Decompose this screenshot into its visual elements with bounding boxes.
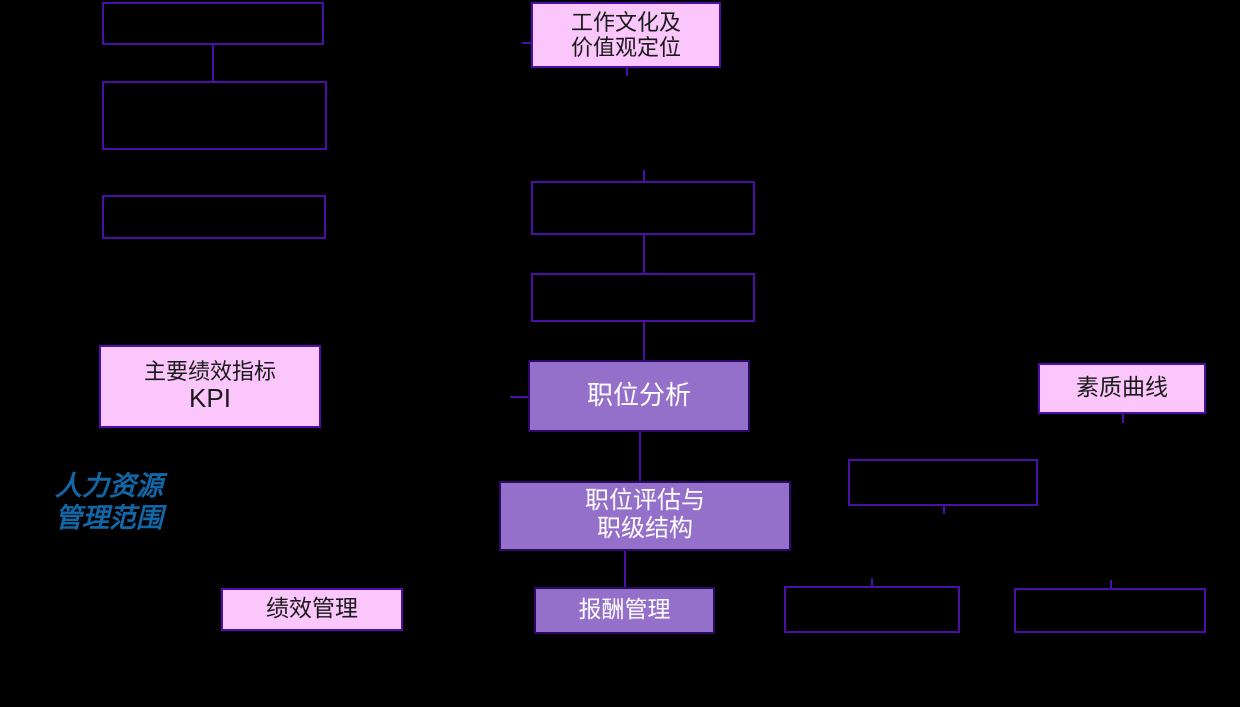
kpi-label-primary: 主要绩效指标 <box>143 358 276 384</box>
box-empty-center-1[interactable] <box>531 181 755 235</box>
connector-competency-down <box>1122 414 1124 423</box>
box-competency-curve[interactable]: 素质曲线 <box>1038 363 1206 414</box>
box-work-culture-values[interactable]: 工作文化及 价值观定位 <box>531 2 721 68</box>
box-empty-top-left-2[interactable] <box>102 81 327 150</box>
box-empty-center-2[interactable] <box>531 273 755 322</box>
box-job-analysis[interactable]: 职位分析 <box>528 360 750 432</box>
connector-bottom-1-top <box>871 578 873 586</box>
connector-eval-to-comp <box>624 551 626 587</box>
connector-culture-down <box>626 68 628 76</box>
box-empty-top-left-1[interactable] <box>102 2 324 45</box>
box-compensation-mgmt[interactable]: 报酬管理 <box>534 587 715 634</box>
connector-left-1-to-2 <box>212 45 214 81</box>
kpi-label-acronym: KPI <box>189 383 231 414</box>
connector-center-1-to-2 <box>643 235 645 273</box>
connector-job-to-eval <box>639 432 641 481</box>
connector-right-mid-down <box>943 506 945 514</box>
box-job-eval-grade[interactable]: 职位评估与 职级结构 <box>499 481 791 551</box>
box-performance-mgmt[interactable]: 绩效管理 <box>221 588 403 631</box>
connector-center-1-top <box>643 170 645 181</box>
box-empty-bottom-1[interactable] <box>784 586 960 633</box>
box-empty-bottom-2[interactable] <box>1014 588 1206 633</box>
connector-center-2-to-job <box>643 322 645 360</box>
hr-scope-label: 人力资源 管理范围 <box>55 471 163 534</box>
box-empty-right-mid[interactable] <box>848 459 1038 506</box>
box-empty-mid-left-3[interactable] <box>102 195 326 239</box>
connector-bottom-2-top <box>1110 580 1112 588</box>
connector-culture-left-stub <box>522 42 531 44</box>
connector-kpi-to-job <box>510 396 532 398</box>
